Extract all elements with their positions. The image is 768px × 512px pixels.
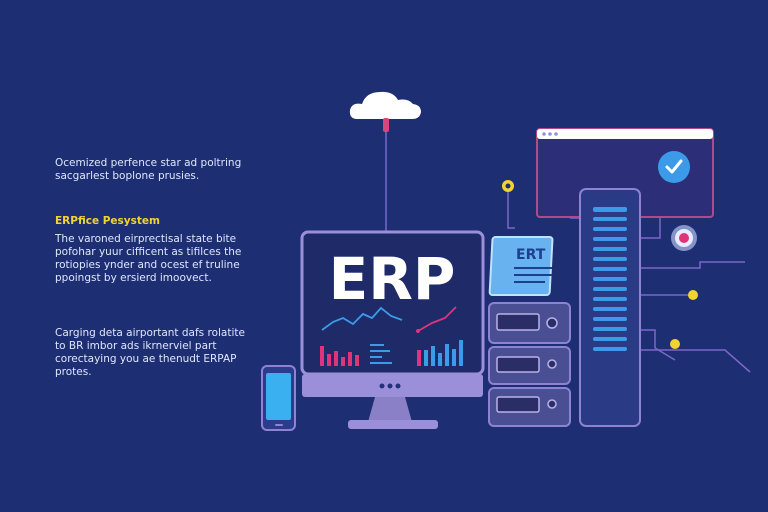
document-label: ERT — [516, 247, 546, 263]
yellow-node-right — [688, 290, 698, 300]
screen-bars-left — [320, 346, 359, 366]
smartphone — [261, 365, 296, 431]
check-icon — [658, 151, 690, 183]
intro-text: Ocemized perfence star ad poltring sacga… — [55, 157, 242, 182]
server-stack — [488, 302, 571, 427]
paragraph-1: The varoned eirprectisal state bite pofo… — [55, 233, 242, 284]
tower-leds — [593, 207, 627, 351]
yellow-node-lower — [670, 339, 680, 349]
screen-line-chart — [321, 306, 403, 331]
screen-trend-line — [417, 306, 457, 332]
cloud-icon — [349, 91, 421, 132]
record-icon — [671, 225, 697, 251]
document-card: ERT — [488, 236, 554, 296]
yellow-node-top — [502, 180, 514, 192]
screen-bars-right — [424, 340, 463, 366]
main-monitor: ERP — [300, 230, 485, 429]
section-heading: ERPfice Pesystem — [55, 215, 160, 227]
monitor-brand: ERP — [329, 245, 456, 313]
server-tower — [579, 188, 641, 427]
paragraph-2: Carging deta airportant dafs rolatite to… — [55, 327, 245, 378]
screen-list — [370, 344, 392, 364]
